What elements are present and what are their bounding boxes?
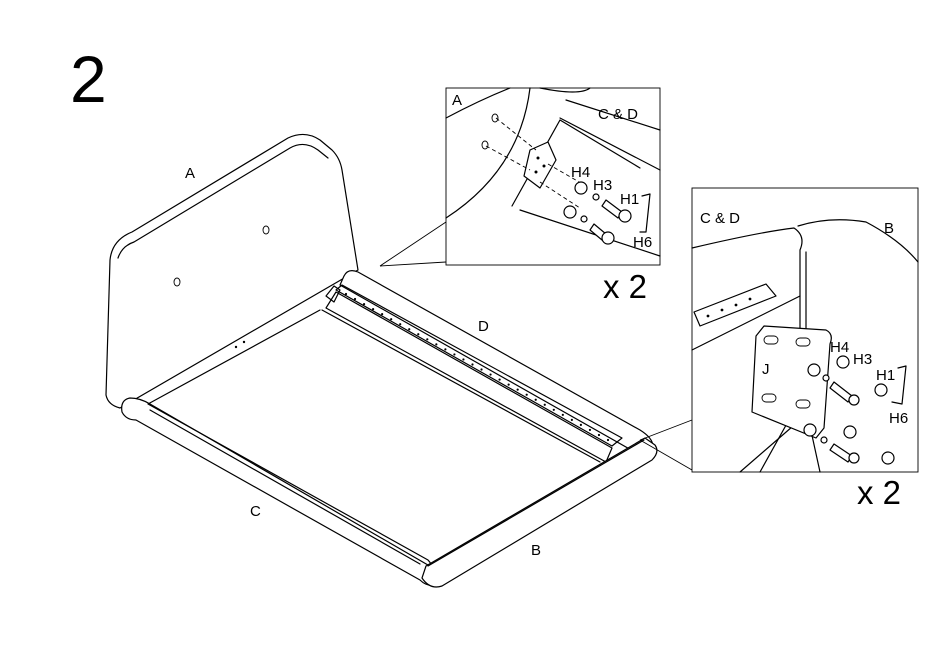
slat-hole [417, 333, 419, 335]
detail2-h4: H4 [830, 339, 849, 356]
side-rail-b [422, 438, 657, 587]
slat-hole [562, 414, 564, 416]
detail1-h4: H4 [571, 164, 590, 181]
slat-hole [390, 318, 392, 320]
slat-hole [363, 303, 365, 305]
detail2-h3: H3 [853, 351, 872, 368]
part-label-b: B [531, 542, 541, 559]
slat-hole [444, 348, 446, 350]
slat-hole [580, 424, 582, 426]
slat-hole [408, 328, 410, 330]
slat-hole [462, 358, 464, 360]
detail2-h1: H1 [876, 367, 895, 384]
detail1-h3: H3 [593, 177, 612, 194]
detail2-label-j: J [762, 361, 770, 378]
slat-hole [517, 389, 519, 391]
detail2-multiplier: x 2 [857, 474, 901, 511]
slat-hole [354, 298, 356, 300]
slat-hole [589, 429, 591, 431]
detail1-h1: H1 [620, 191, 639, 208]
slat-hole [480, 368, 482, 370]
slat-hole [471, 363, 473, 365]
slat-hole [571, 419, 573, 421]
slat-hole [435, 343, 437, 345]
slat-hole [607, 439, 609, 441]
detail1-multiplier: x 2 [603, 268, 647, 305]
slat-hole [372, 308, 374, 310]
slat-hole [453, 353, 455, 355]
slat-hole [526, 394, 528, 396]
footboard-c [122, 398, 440, 585]
part-label-c: C [250, 503, 261, 520]
slat-rail-holes [345, 293, 609, 441]
detail1-label-a: A [452, 92, 462, 109]
slat-hole [498, 378, 500, 380]
detail2-label-b: B [884, 220, 894, 237]
slat-hole [489, 373, 491, 375]
headboard-a [106, 134, 358, 408]
slat-hole [598, 434, 600, 436]
step-number: 2 [70, 42, 107, 116]
bed-frame [106, 134, 657, 587]
detail2-h6: H6 [889, 410, 908, 427]
detail1-h6: H6 [633, 234, 652, 251]
part-label-a: A [185, 165, 195, 182]
slat-hole [535, 399, 537, 401]
slat-hole [544, 404, 546, 406]
slat-hole [508, 384, 510, 386]
detail1-label-cd: C & D [598, 106, 638, 123]
callout-line-1 [380, 222, 446, 266]
slat-hole [426, 338, 428, 340]
slat-hole [553, 409, 555, 411]
slat-hole [345, 293, 347, 295]
part-label-d: D [478, 318, 489, 335]
slat-hole [399, 323, 401, 325]
detail2-label-cd: C & D [700, 210, 740, 227]
slat-hole [381, 313, 383, 315]
